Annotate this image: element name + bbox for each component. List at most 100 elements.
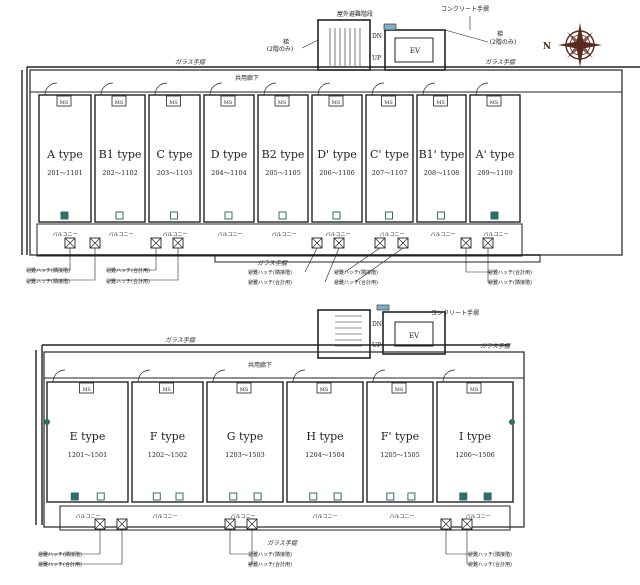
escape-hatch-icon bbox=[172, 237, 184, 249]
door-swing bbox=[100, 82, 114, 96]
round-marker bbox=[44, 419, 50, 425]
ladder-left-note: (2階のみ) bbox=[267, 45, 294, 53]
glass-rail-label: ガラス手摺 bbox=[257, 259, 288, 267]
balcony-strip bbox=[59, 505, 511, 531]
hatch-cross bbox=[246, 518, 258, 530]
ms-box bbox=[166, 95, 181, 107]
ms-box bbox=[274, 95, 290, 107]
unit-type-label: H type bbox=[306, 430, 343, 443]
hatch-callout: 避難ハッチ(隣接階) bbox=[38, 551, 82, 558]
unit-range-label: 204～1104 bbox=[211, 169, 246, 177]
hatch-cross bbox=[224, 518, 236, 530]
ms-box bbox=[328, 95, 344, 107]
unit-range-label: 1206～1506 bbox=[455, 451, 495, 459]
ladder-right-note: (2階のみ) bbox=[490, 38, 517, 46]
unit-outline bbox=[366, 381, 434, 503]
unit-range-label: 1205～1505 bbox=[380, 451, 420, 459]
unit-type-label: A' type bbox=[475, 148, 515, 161]
stair-label: 屋外避難階段 bbox=[337, 10, 373, 18]
stair-up-label: UP bbox=[372, 55, 381, 62]
hatch-cross bbox=[461, 518, 473, 530]
door-swing bbox=[422, 82, 436, 96]
ms-box bbox=[486, 95, 502, 107]
hatch-callout: 避難ハッチ(隣接階) bbox=[248, 551, 292, 558]
balcony-label: バルコニー bbox=[313, 514, 338, 520]
escape-hatch-icon bbox=[246, 518, 258, 530]
balcony-label: バルコニー bbox=[466, 514, 491, 520]
door-swing bbox=[317, 82, 331, 96]
unit-type-label: I type bbox=[459, 430, 491, 443]
escape-hatch-icon bbox=[460, 237, 472, 249]
door-swing bbox=[263, 82, 277, 96]
ev-label: EV bbox=[409, 332, 420, 340]
corridor-label: 共用廊下 bbox=[235, 74, 259, 82]
compass-north-mark: N bbox=[543, 42, 551, 52]
ms-label: MS bbox=[240, 387, 249, 393]
unit-type-label: E type bbox=[70, 430, 106, 443]
door-swing bbox=[372, 369, 386, 383]
vent-marker bbox=[332, 211, 341, 220]
unit-type-label: B1 type bbox=[99, 148, 142, 161]
vent-marker bbox=[437, 211, 445, 220]
unit-range-label: 1203～1503 bbox=[225, 451, 265, 459]
unit-type-label: G type bbox=[227, 430, 263, 443]
hatch-callout: 避難ハッチ(隣接階) bbox=[248, 269, 292, 276]
glass-rail-label: ガラス手摺 bbox=[165, 336, 196, 344]
unit-type-label: C' type bbox=[370, 148, 409, 161]
door-swing bbox=[442, 369, 456, 383]
escape-hatch-icon bbox=[397, 237, 409, 249]
ms-label: MS bbox=[320, 387, 329, 393]
hatch-cross bbox=[311, 237, 323, 249]
outer-wall bbox=[35, 344, 510, 525]
ms-label: MS bbox=[395, 387, 404, 393]
balcony-label: バルコニー bbox=[390, 514, 415, 520]
glass-rail-label: ガラス手摺 bbox=[175, 58, 206, 66]
ms-label: MS bbox=[82, 387, 91, 393]
vent-marker bbox=[170, 211, 178, 220]
escape-hatch-icon bbox=[64, 237, 76, 249]
ms-label: MS bbox=[384, 100, 393, 106]
hatch-callout: 避難ハッチ(隣接階) bbox=[468, 551, 512, 558]
escape-hatch-icon bbox=[461, 518, 473, 530]
hatch-callout: 避難ハッチ(合計用) bbox=[468, 561, 512, 568]
door-swing bbox=[44, 82, 58, 96]
ms-box bbox=[316, 382, 332, 394]
hatch-cross bbox=[116, 518, 128, 530]
vent-marker bbox=[96, 492, 105, 501]
concrete-rail-label: コンクリート手摺 bbox=[431, 309, 479, 317]
vent-marker bbox=[70, 492, 79, 501]
ms-box bbox=[466, 382, 482, 394]
unit-type-label: D' type bbox=[317, 148, 357, 161]
hatch-cross bbox=[94, 518, 106, 530]
vent-marker bbox=[386, 492, 395, 501]
vent-marker bbox=[152, 492, 161, 501]
ms-label: MS bbox=[490, 100, 499, 106]
glass-rail-label: ガラス手摺 bbox=[480, 342, 511, 350]
escape-hatch-icon bbox=[116, 518, 128, 530]
building-outline bbox=[43, 351, 525, 528]
door-swing bbox=[52, 369, 66, 383]
outer-wall bbox=[21, 66, 640, 255]
balcony-label: バルコニー bbox=[484, 232, 509, 238]
hatch-callout: 避難ハッチ(合計用) bbox=[38, 561, 82, 568]
compass-rose-icon: N bbox=[543, 23, 602, 67]
vent-marker bbox=[459, 492, 468, 501]
ms-label: MS bbox=[224, 100, 233, 106]
hatch-cross bbox=[397, 237, 409, 249]
balcony-label: バルコニー bbox=[231, 514, 256, 520]
unit-type-label: A type bbox=[46, 148, 83, 161]
stair-block bbox=[317, 309, 371, 359]
escape-hatch-icon bbox=[224, 518, 236, 530]
hatch-callout: 避難ハッチ(合計用) bbox=[488, 269, 532, 276]
hatch-cross bbox=[460, 237, 472, 249]
ev-marker bbox=[383, 23, 397, 31]
unit-outline bbox=[206, 381, 284, 503]
corridor-label: 共用廊下 bbox=[248, 361, 272, 369]
